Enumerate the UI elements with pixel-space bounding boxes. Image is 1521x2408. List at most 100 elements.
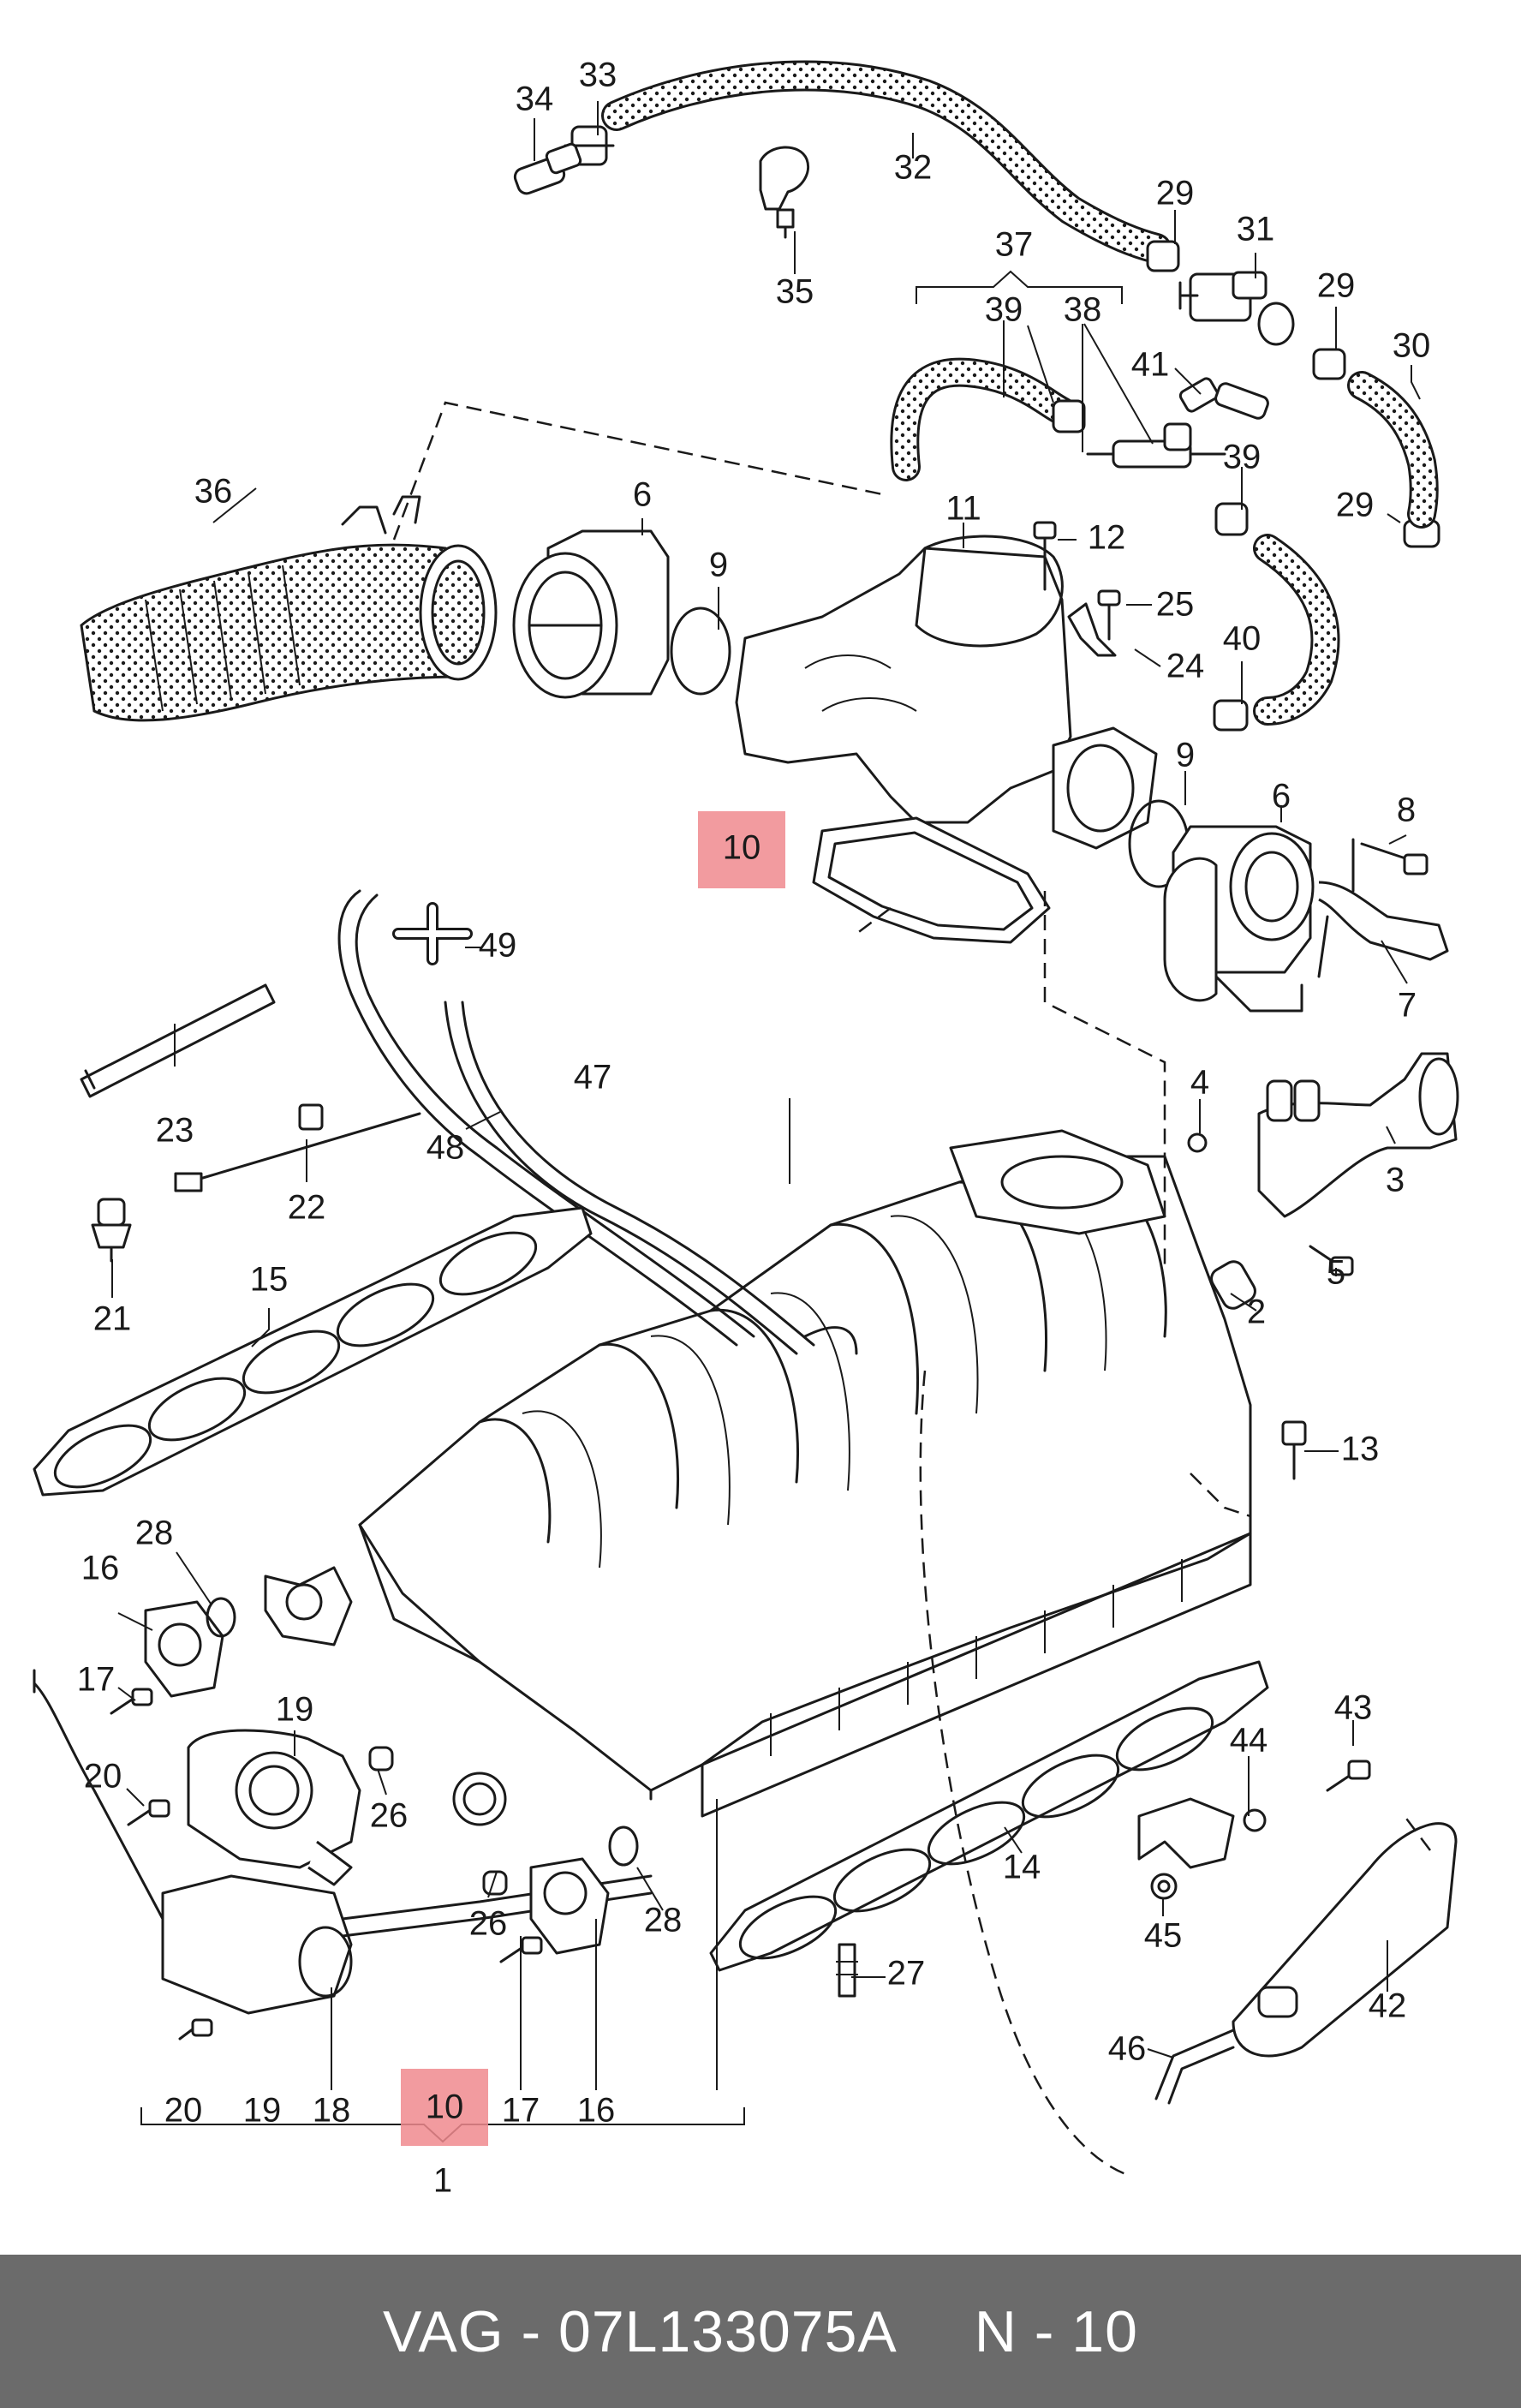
- rod-link-left: [33, 1669, 182, 1955]
- callout-5: 5: [1327, 1254, 1345, 1292]
- brand-part-number: VAG - 07L133075A: [383, 2298, 898, 2364]
- bolt-25: [1097, 589, 1121, 641]
- callout-43: 43: [1334, 1689, 1373, 1727]
- bracket-24: [1067, 602, 1117, 657]
- breather-hose-32: [601, 60, 1172, 264]
- bolt-20-bottom: [178, 2018, 213, 2041]
- callout-9-right: 9: [1176, 737, 1195, 774]
- callout-6-right: 6: [1272, 778, 1291, 816]
- callout-2: 2: [1247, 1294, 1266, 1331]
- callout-23: 23: [156, 1112, 194, 1150]
- callout-28-left: 28: [135, 1515, 174, 1552]
- hose-clip-29b: [1312, 348, 1346, 380]
- callout-39a: 39: [985, 291, 1023, 329]
- callout-28-right: 28: [644, 1902, 683, 1939]
- hose-clip-40: [1213, 699, 1249, 732]
- connector-41: [1178, 377, 1269, 420]
- coolant-pipe-3: [1257, 1052, 1459, 1218]
- gasket-15: [33, 1206, 593, 1497]
- callout-45: 45: [1144, 1917, 1183, 1955]
- callout-12: 12: [1088, 519, 1126, 557]
- callout-18: 18: [313, 2092, 351, 2130]
- callout-8: 8: [1397, 792, 1416, 829]
- gasket-14: [709, 1660, 1269, 1972]
- bolt-17-top: [110, 1688, 153, 1715]
- callout-27: 27: [887, 1955, 926, 1993]
- callout-37: 37: [995, 226, 1034, 264]
- sleeve-26-bottom: [482, 1870, 508, 1896]
- callout-34: 34: [516, 81, 554, 118]
- callout-39b: 39: [1223, 439, 1262, 476]
- gasket-ring-28-left: [206, 1597, 236, 1638]
- callout-29b: 29: [1317, 267, 1356, 305]
- actuator-16-left: [144, 1600, 224, 1698]
- sleeve-26-top: [368, 1746, 394, 1772]
- hose-clip-39b: [1214, 502, 1249, 536]
- gasket-ring-9-top: [670, 606, 731, 696]
- callout-32: 32: [894, 149, 933, 187]
- callout-21: 21: [93, 1300, 132, 1338]
- callout-20-top: 20: [84, 1758, 122, 1796]
- bolt-20-top: [127, 1799, 170, 1826]
- callout-10-mid: 10: [723, 829, 761, 867]
- hose-30: [1347, 371, 1439, 529]
- callout-47: 47: [574, 1059, 612, 1096]
- t-piece-49: [392, 902, 473, 965]
- highlight-box-bottom: [401, 2069, 488, 2146]
- callout-22: 22: [288, 1189, 326, 1227]
- callout-17-left: 17: [77, 1661, 116, 1699]
- callout-9-top: 9: [709, 547, 728, 584]
- sleeve-2: [1210, 1260, 1256, 1310]
- callout-16-bottom: 16: [577, 2092, 616, 2130]
- callout-13: 13: [1341, 1431, 1380, 1468]
- nut-45: [1150, 1873, 1178, 1900]
- connector-34: [513, 142, 582, 195]
- actuator-16-right: [529, 1857, 610, 1955]
- dashed-assembly-lines: [392, 401, 1431, 2178]
- callout-49: 49: [479, 927, 517, 965]
- strap-23: [80, 983, 276, 1098]
- callout-29a: 29: [1156, 175, 1195, 212]
- throttle-body-6-top: [512, 529, 670, 699]
- bracket-7: [1317, 838, 1449, 978]
- highlight-box-mid: [698, 811, 785, 888]
- lower-intake-manifold: [358, 1129, 1252, 1826]
- callout-44: 44: [1230, 1722, 1268, 1760]
- throttle-body-6-right: [1163, 825, 1315, 1013]
- callout-labels: 34 33 32 35 29 31 29 30 29 37 39 38 41 3…: [77, 57, 1431, 2200]
- valve-31: [1178, 271, 1295, 346]
- bracket-44: [1137, 1797, 1267, 1869]
- hose-46: [1154, 2029, 1235, 2105]
- bolt-12: [1033, 521, 1057, 591]
- callout-42: 42: [1369, 1987, 1407, 2025]
- callout-15: 15: [250, 1261, 289, 1299]
- actuator-18: [161, 1874, 653, 2015]
- bolt-13: [1281, 1420, 1307, 1480]
- diagram-position: N - 10: [974, 2298, 1138, 2364]
- gasket-10-mid: [812, 816, 1051, 944]
- callout-36: 36: [194, 473, 233, 511]
- group-bracket-37: [916, 270, 1123, 304]
- callout-31: 31: [1237, 211, 1275, 248]
- hose-clip-39a: [1052, 399, 1086, 433]
- hose-holder-35: [759, 146, 809, 239]
- callout-10-bottom: 10: [426, 2088, 464, 2126]
- callout-14: 14: [1003, 1849, 1041, 1886]
- actuator-19: [187, 1729, 361, 1886]
- callout-20-bottom: 20: [164, 2092, 203, 2130]
- callout-19-top: 19: [276, 1691, 314, 1729]
- callout-29c: 29: [1336, 487, 1375, 524]
- callout-4: 4: [1190, 1064, 1209, 1102]
- callout-41: 41: [1131, 346, 1170, 384]
- cable-tie-22: [174, 1103, 421, 1192]
- hose-assembly-37: [890, 357, 1340, 726]
- leader-lines: [111, 101, 1421, 2090]
- hose-clip-29a: [1146, 240, 1180, 272]
- gasket-ring-28-right: [608, 1825, 639, 1867]
- air-intake-hose-36: [80, 495, 498, 722]
- callout-25: 25: [1156, 586, 1195, 624]
- callout-19-bottom: 19: [243, 2092, 282, 2130]
- bolt-17-bottom: [499, 1936, 543, 1963]
- part-number-footer: VAG - 07L133075A N - 10: [0, 2255, 1521, 2408]
- callout-16-left: 16: [81, 1550, 120, 1587]
